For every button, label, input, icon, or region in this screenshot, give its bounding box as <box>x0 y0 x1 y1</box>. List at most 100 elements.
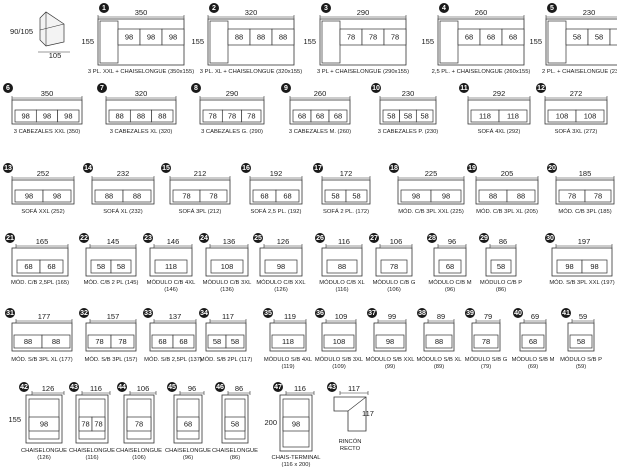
module-17-number-badge <box>313 163 323 173</box>
module-5-caption: 2 PL. + CHAISELONGUE (230x155) <box>542 69 617 75</box>
module-10-caption: 3 CABEZALES P. (230) <box>378 129 439 135</box>
module-31-seat <box>41 334 71 349</box>
module-26-number-badge <box>315 233 325 243</box>
module-8-width: 290 <box>226 89 239 98</box>
module-6-number-badge <box>3 83 13 93</box>
legend-width: 105 <box>49 51 62 60</box>
module-33-seat-label: 68 <box>158 337 166 346</box>
module-32-number-badge <box>79 308 89 318</box>
module-37-number-badge <box>367 308 377 318</box>
module-31-width: 177 <box>38 312 51 321</box>
module-3-caption: 3 PL + CHAISELONGUE (290x155) <box>317 69 409 75</box>
module-4-chaise <box>439 20 459 64</box>
module-16-number-badge <box>241 163 251 173</box>
module-38-seat-label: 88 <box>435 337 443 346</box>
module-46-4-caption: (86) <box>230 455 240 461</box>
module-46-4-seat <box>224 416 246 432</box>
module-45-3-number: 45 <box>168 384 176 391</box>
module-32-seat-label: 78 <box>118 337 126 346</box>
module-40-caption: MÓDULO S/B M <box>512 356 555 363</box>
module-27-caption: MÓDULO C/B G <box>373 279 416 286</box>
module-21-seat-label: 68 <box>47 262 55 271</box>
module-41-seat-label: 58 <box>577 337 585 346</box>
module-43-1-seat-label: 78 <box>94 420 102 429</box>
module-12-seat <box>575 109 605 123</box>
module-9-width: 260 <box>314 89 327 98</box>
module-1-number: 1 <box>102 5 106 12</box>
module-31-seat-label: 88 <box>52 337 60 346</box>
module-17-caption: SOFÁ 2 PL. (172) <box>323 208 369 215</box>
module-3-chaise <box>321 20 341 64</box>
module-21-seat-label: 68 <box>24 262 32 271</box>
module-17-seat-label: 58 <box>331 192 339 201</box>
module-32-number: 32 <box>80 310 88 317</box>
module-1-width: 350 <box>135 8 148 17</box>
module-2-seat-label: 88 <box>257 33 265 42</box>
module-23-caption: MÓDULO C/B 4XL <box>147 279 196 286</box>
module-44-2-caption: CHAISELONGUE <box>116 448 162 454</box>
module-7-seat-label: 88 <box>115 112 123 121</box>
module-6-seat <box>57 109 80 123</box>
module-18-seat <box>430 189 462 203</box>
module-1-depth: 155 <box>81 37 94 46</box>
module-43-1-caption: CHAISELONGUE <box>69 448 115 454</box>
module-5-seat-label: 58 <box>595 33 603 42</box>
module-11-width: 292 <box>493 89 506 98</box>
module-8-seat-label: 78 <box>228 112 236 121</box>
module-26-caption: (116) <box>335 287 348 293</box>
module-32-caption: MÓD. S/B 3PL (157) <box>85 356 138 363</box>
module-19-seat <box>506 189 536 203</box>
module-38-number: 38 <box>418 310 426 317</box>
module-11-number: 11 <box>460 85 468 92</box>
module-15-number-badge <box>161 163 171 173</box>
module-44-2-number-badge <box>117 382 127 392</box>
module-33-seat <box>172 334 195 349</box>
module-46-4-seat-label: 58 <box>231 420 239 429</box>
module-20-width: 185 <box>579 169 592 178</box>
module-23-seat <box>154 259 188 274</box>
module-30-seat-label: 98 <box>590 262 598 271</box>
module-17-seat-label: 58 <box>352 192 360 201</box>
module-39-caption: MÓDULO S/B G <box>465 356 508 363</box>
module-37-width: 99 <box>388 312 396 321</box>
module-32-width: 157 <box>107 312 120 321</box>
module-18-seat-label: 98 <box>442 192 450 201</box>
module-15-number: 15 <box>162 165 170 172</box>
module-31-seat-label: 88 <box>24 337 32 346</box>
module-16-caption: SOFÁ 2,5 PL. (192) <box>251 208 302 215</box>
module-41-caption: MÓDULO S/B P <box>560 356 602 363</box>
module-18-seat-label: 98 <box>412 192 420 201</box>
module-11-seat-label: 118 <box>507 112 519 121</box>
module-28-width: 96 <box>448 237 456 246</box>
module-38-number-badge <box>417 308 427 318</box>
module-34-width: 117 <box>222 312 234 321</box>
module-39-number-badge <box>465 308 475 318</box>
module-10-seat-label: 58 <box>420 112 428 121</box>
module-19-seat-label: 88 <box>517 192 525 201</box>
module-37-number: 37 <box>368 310 376 317</box>
module-37-caption: MÓDULO S/B XXL <box>366 356 416 363</box>
module-10-seat <box>415 109 434 123</box>
module-7-seat-label: 88 <box>158 112 166 121</box>
module-31-number: 31 <box>6 310 14 317</box>
module-28-number: 28 <box>428 235 436 242</box>
module-4-seat <box>501 28 525 46</box>
module-5-width: 230 <box>583 8 596 17</box>
module-42-0-number: 42 <box>20 384 28 391</box>
module-2-seat-label: 88 <box>235 33 243 42</box>
module-6-seat-label: 98 <box>21 112 29 121</box>
module-26-seat <box>326 259 358 274</box>
module-38-width: 89 <box>437 312 445 321</box>
module-35-seat <box>271 334 305 349</box>
module-37-seat <box>375 334 405 349</box>
module-22-seat-label: 58 <box>117 262 125 271</box>
module-14-seat <box>122 189 152 203</box>
